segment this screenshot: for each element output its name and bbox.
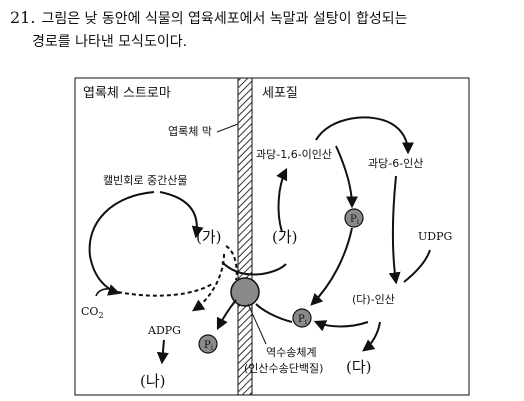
na-label: (나): [140, 372, 166, 390]
pi-lower-sub: i: [305, 318, 308, 326]
question-number: 21.: [10, 8, 36, 27]
pi-upper-label: Pi: [350, 214, 360, 226]
pi-stroma-label: Pi: [204, 340, 214, 352]
arrow-to-fructose16: [276, 167, 288, 233]
antiporter-pointer-line: [247, 303, 267, 345]
export-through-membrane: [221, 261, 287, 276]
pi-upper-circle: [344, 208, 364, 228]
diagram-frame: [74, 77, 470, 396]
dashed-path-lower: [117, 283, 213, 297]
da-phosphate-label: (다)-인산: [352, 293, 395, 306]
fructose16-label: 과당-1,6-이인산: [256, 148, 332, 161]
chloroplast-membrane: [237, 77, 253, 396]
calvin-arc-left: [88, 191, 155, 296]
pi-stroma-sub: i: [211, 344, 214, 352]
dashed-path-to-adpg: [192, 253, 225, 312]
ga-left-label: (가): [196, 228, 222, 246]
arrow-fructose16-to-fructose6: [315, 116, 414, 155]
arrow-fructose6-to-da-phosphate: [388, 175, 401, 285]
arrow-da-phosphate-to-pi: [313, 320, 369, 332]
ga-right-label: (가): [272, 228, 298, 246]
udpg-joining-line: [403, 249, 431, 283]
antiporter-label-line2: (인산수송단백질): [244, 362, 323, 375]
co2-subscript: 2: [98, 311, 103, 320]
question-line-1: 그림은 낮 동안에 식물의 엽육세포에서 녹말과 설탕이 합성되는: [41, 11, 408, 27]
pi-stroma-circle: [198, 334, 218, 354]
pi-import-line-right: [255, 303, 293, 323]
adpg-to-na-arrow: [156, 339, 169, 365]
pi-lower-circle: [292, 308, 312, 328]
stroma-label: 엽록체 스트로마: [83, 86, 171, 101]
da-label: (다): [346, 358, 372, 376]
arrow-to-pi-upper: [335, 145, 358, 209]
fructose6-label: 과당-6-인산: [368, 157, 423, 170]
pi-upper-main: P: [350, 214, 357, 225]
co2-entry-arrow: [95, 288, 115, 297]
membrane-label: 엽록체 막: [168, 125, 212, 138]
calvin-arc-right: [159, 191, 204, 239]
co2-text: CO: [81, 305, 98, 318]
antiporter-label-line1: 역수송체계: [266, 346, 317, 359]
co2-label: CO2: [81, 305, 104, 320]
pi-lower-main: P: [298, 314, 305, 325]
question-text: 21. 그림은 낮 동안에 식물의 엽육세포에서 녹말과 설탕이 합성되는 경로를…: [10, 6, 520, 54]
arrow-pi-upper-to-lower: [310, 227, 353, 306]
pi-import-line-left: [216, 299, 237, 331]
udpg-label: UDPG: [418, 230, 452, 243]
adpg-label: ADPG: [147, 324, 181, 337]
cytoplasm-label: 세포질: [262, 86, 298, 101]
calvin-intermediate-label: 캘빈회로 중간산물: [103, 174, 187, 187]
question-line-2: 경로를 나타낸 모식도이다.: [32, 34, 188, 50]
antiporter-circle: [230, 277, 260, 307]
arrow-to-da: [362, 321, 381, 352]
dashed-path-upper: [225, 245, 238, 281]
pi-upper-sub: i: [357, 218, 360, 226]
pi-lower-label: Pi: [298, 314, 308, 326]
membrane-pointer-line: [216, 123, 239, 133]
pi-stroma-main: P: [204, 340, 211, 351]
